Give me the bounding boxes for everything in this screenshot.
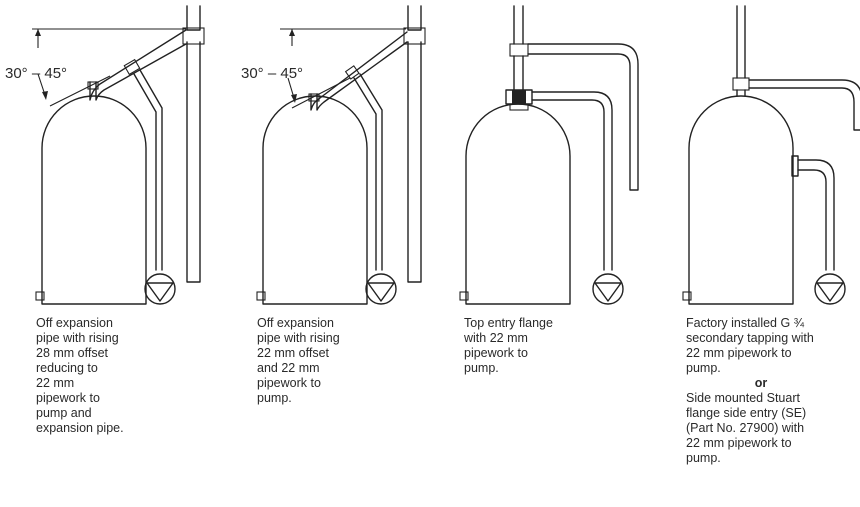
upper-return-pipe-3	[527, 43, 639, 191]
pump-3	[592, 273, 624, 305]
caption-4-alt-line: 22 mm pipework to	[686, 436, 792, 450]
cylinder-1	[41, 95, 147, 305]
or-separator: or	[754, 376, 768, 390]
pump-4	[814, 273, 846, 305]
caption-3-line: pump.	[464, 361, 499, 375]
diagram-3	[459, 5, 639, 305]
caption-2-line: pipework to	[257, 376, 321, 390]
caption-3-line: pipework to	[464, 346, 528, 360]
angle-label-1: 30° – 45°	[5, 65, 67, 82]
top-fitting-2	[308, 93, 320, 102]
pump-pipe-4	[797, 159, 835, 271]
vertical-pipe-4	[736, 5, 746, 97]
caption-3-line: with 22 mm	[464, 331, 528, 345]
expansion-tee-1	[182, 27, 205, 45]
expansion-tee-2	[403, 27, 426, 45]
rising-offset-pipe-2	[310, 31, 408, 111]
angle-indicator-2: 30° – 45°	[241, 28, 406, 109]
caption-1-line: pipework to	[36, 391, 100, 405]
pump-pipe-3	[531, 91, 613, 271]
angle-indicator-1: 30° – 45°	[5, 28, 186, 107]
vertical-pipe-3	[513, 5, 524, 91]
drain-valve-2	[256, 291, 266, 301]
caption-1-line: 22 mm	[36, 376, 75, 390]
caption-4-alt-line: (Part No. 27900) with	[686, 421, 805, 435]
caption-1-line: pipe with rising	[36, 331, 119, 345]
offset-tee-1	[123, 58, 141, 76]
upper-tee-3	[509, 43, 529, 57]
upper-return-pipe-4	[748, 79, 860, 131]
caption-1-line: expansion pipe.	[36, 421, 124, 435]
expansion-pipe-1	[186, 5, 201, 283]
caption-2-line: pipe with rising	[257, 331, 340, 345]
side-tapping	[791, 155, 799, 177]
caption-4-line: pump.	[686, 361, 721, 375]
pump-pipe-1	[133, 69, 163, 271]
diagram-4	[682, 5, 860, 305]
drain-valve-4	[682, 291, 692, 301]
drain-valve-1	[35, 291, 45, 301]
pump-pipe-2	[353, 73, 383, 271]
caption-4-line: secondary tapping with	[686, 331, 814, 345]
caption-1-line: reducing to	[36, 361, 98, 375]
offset-tee-2	[344, 65, 360, 80]
angle-label-2: 30° – 45°	[241, 65, 303, 82]
caption-1-line: Off expansion	[36, 316, 113, 330]
cylinder-2	[262, 95, 368, 305]
caption-4-line: 22 mm pipework to	[686, 346, 792, 360]
rising-offset-pipe-1	[89, 29, 187, 101]
top-entry-flange	[505, 89, 533, 111]
caption-4-alt-line: pump.	[686, 451, 721, 465]
caption-4-alt-line: Side mounted Stuart	[686, 391, 800, 405]
caption-4-alt-line: flange side entry (SE)	[686, 406, 807, 420]
caption-diagram-4: Factory installed G ¾ secondary tapping …	[686, 316, 856, 466]
caption-4-line: Factory installed G ¾	[686, 316, 805, 330]
expansion-pipe-2	[407, 5, 422, 283]
diagram-1: 30° – 45°	[5, 5, 205, 305]
caption-1-line: 28 mm offset	[36, 346, 109, 360]
pump-2	[365, 273, 397, 305]
upper-tee-4	[732, 77, 750, 91]
caption-2-line: Off expansion	[257, 316, 334, 330]
cylinder-3	[465, 103, 571, 305]
caption-2-line: and 22 mm	[257, 361, 320, 375]
drain-valve-3	[459, 291, 469, 301]
diagram-2: 30° – 45°	[241, 5, 426, 305]
caption-3-line: Top entry flange	[464, 316, 553, 330]
pump-1	[144, 273, 176, 305]
caption-diagram-3: Top entry flange with 22 mm pipework to …	[464, 316, 614, 376]
caption-2-line: pump.	[257, 391, 292, 405]
caption-1-line: pump and	[36, 406, 92, 420]
caption-diagram-2: Off expansion pipe with rising 22 mm off…	[257, 316, 407, 406]
caption-diagram-1: Off expansion pipe with rising 28 mm off…	[36, 316, 186, 436]
cylinder-4	[688, 95, 794, 305]
caption-2-line: 22 mm offset	[257, 346, 330, 360]
